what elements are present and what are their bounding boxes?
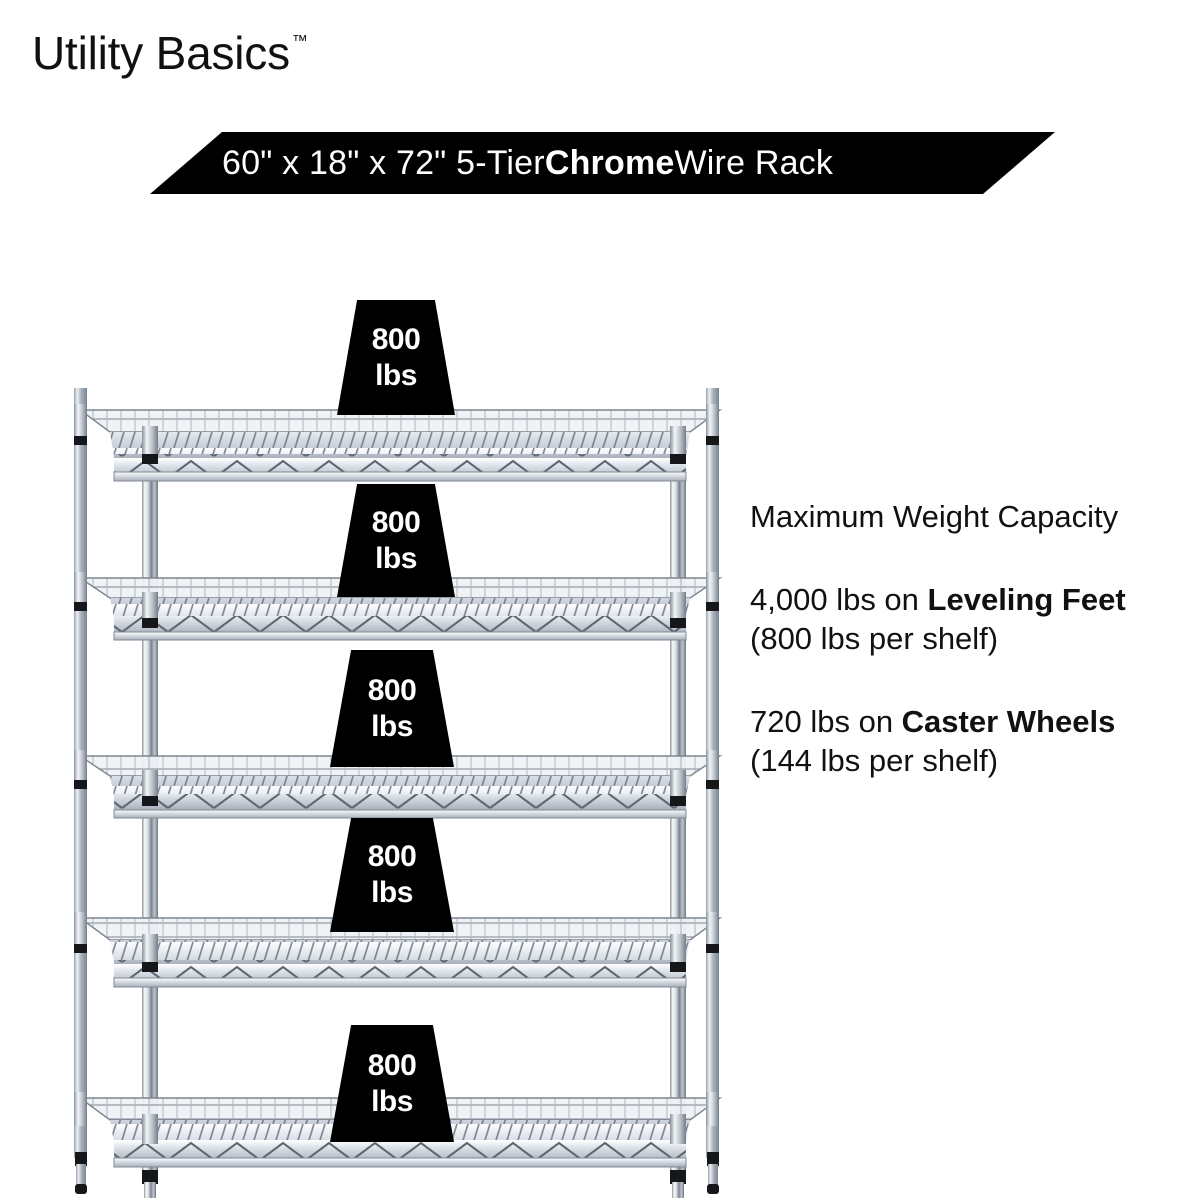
foot-front-left-stem	[144, 1182, 156, 1198]
banner-title-text: 60" x 18" x 72" 5-Tier Chrome Wire Rack	[222, 132, 833, 194]
capacity-badge-tier-2: 800 lbs	[337, 484, 455, 597]
badge-label: 800 lbs	[330, 818, 454, 932]
badge-value: 800	[367, 673, 417, 707]
banner-text-suffix: Wire Rack	[674, 143, 834, 182]
capacity-info-block: Maximum Weight Capacity 4,000 lbs on Lev…	[750, 498, 1160, 780]
capacity-badge-tier-4: 800 lbs	[330, 818, 454, 932]
foot-rear-right-collar	[707, 1152, 719, 1166]
badge-shape	[330, 818, 454, 932]
badge-unit: lbs	[375, 358, 417, 392]
shelf-tier-2	[74, 572, 723, 641]
brand-name: Utility Basics	[32, 27, 290, 79]
banner-text-bold: Chrome	[544, 143, 675, 182]
badge-shape	[330, 1025, 454, 1142]
badge-label: 800 lbs	[330, 650, 454, 767]
badge-unit: lbs	[375, 541, 417, 575]
badge-value: 800	[371, 505, 421, 539]
badge-label: 800 lbs	[337, 300, 455, 415]
capacity-heading: Maximum Weight Capacity	[750, 499, 1119, 534]
badge-unit: lbs	[371, 876, 413, 909]
capacity-badge-tier-1: 800 lbs	[337, 300, 455, 415]
leveling-feet-lead: 4,000 lbs on	[750, 581, 928, 617]
badge-unit: lbs	[371, 709, 413, 743]
caster-wheels-bold: Caster Wheels	[901, 703, 1116, 739]
badge-shape	[330, 650, 454, 767]
caster-wheels-lead: 720 lbs on	[750, 703, 902, 739]
badge-unit: lbs	[371, 1084, 413, 1118]
foot-front-right-stem	[672, 1182, 684, 1198]
trademark-symbol: ™	[291, 33, 308, 50]
brand-logo: Utility Basics ™	[32, 30, 308, 76]
foot-rear-left-pad	[75, 1184, 87, 1194]
badge-value: 800	[367, 1048, 417, 1082]
foot-rear-left-stem	[76, 1164, 86, 1188]
wire-rack-svg	[74, 388, 723, 1198]
capacity-leveling-feet: 4,000 lbs on Leveling Feet (800 lbs per …	[750, 580, 1160, 658]
capacity-badge-tier-3: 800 lbs	[330, 650, 454, 767]
badge-label: 800 lbs	[330, 1025, 454, 1142]
foot-front-left-collar	[142, 1170, 158, 1184]
badge-label: 800 lbs	[337, 484, 455, 597]
shelf-tier-1	[74, 404, 723, 482]
badge-value: 800	[371, 322, 421, 356]
product-title-banner: 60" x 18" x 72" 5-Tier Chrome Wire Rack	[150, 132, 1055, 194]
banner-text-prefix: 60" x 18" x 72" 5-Tier	[222, 143, 545, 182]
leveling-feet-bold: Leveling Feet	[927, 581, 1126, 617]
foot-front-right-collar	[670, 1170, 686, 1184]
banner-background-shape	[150, 132, 1055, 194]
foot-rear-right-stem	[708, 1164, 718, 1188]
badge-value: 800	[367, 840, 417, 873]
foot-rear-right-pad	[707, 1184, 719, 1194]
badge-shape	[337, 300, 455, 415]
foot-rear-left-collar	[75, 1152, 87, 1166]
badge-shape	[337, 484, 455, 597]
capacity-badge-tier-5: 800 lbs	[330, 1025, 454, 1142]
caster-wheels-tail: (144 lbs per shelf)	[750, 742, 999, 778]
capacity-caster-wheels: 720 lbs on Caster Wheels (144 lbs per sh…	[750, 702, 1160, 780]
leveling-feet	[75, 1152, 719, 1198]
wire-rack-illustration	[30, 370, 750, 1200]
leveling-feet-tail: (800 lbs per shelf)	[750, 620, 999, 656]
